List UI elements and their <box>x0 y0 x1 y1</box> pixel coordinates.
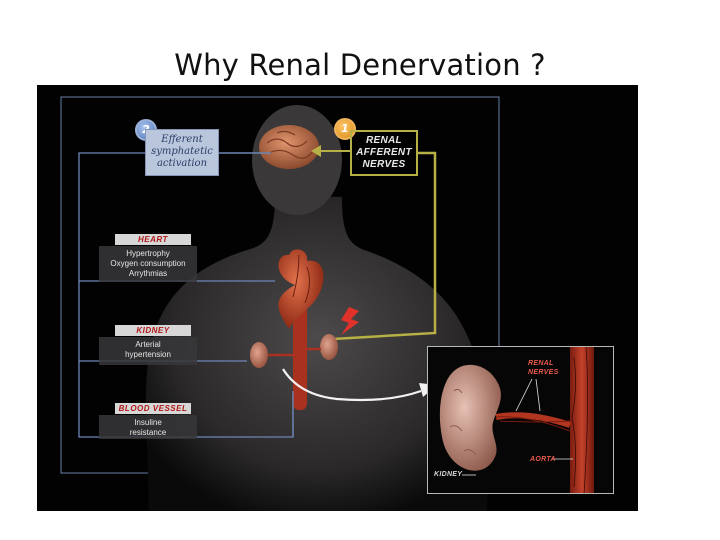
aorta-vessel <box>293 300 307 410</box>
kidney-zoom-inset: RENAL NERVES AORTA KIDNEY <box>427 346 614 494</box>
heart-effect-item: Oxygen consumption <box>110 259 186 268</box>
kidney-category-label: KIDNEY <box>115 325 191 336</box>
blood-vessel-effects-list: Insuline resistance <box>99 415 197 439</box>
right-kidney-illustration <box>320 334 338 360</box>
heart-category-label: HEART <box>115 234 191 245</box>
slide-title: Why Renal Denervation ? <box>174 48 546 82</box>
renal-nerves-line: NERVES <box>528 369 559 376</box>
efferent-line: activation <box>156 158 208 169</box>
efferent-line: symphatetic <box>151 146 213 157</box>
afferent-line: RENAL <box>366 135 402 146</box>
heart-effects-list: Hypertrophy Oxygen consumption Arrythmia… <box>99 246 197 282</box>
kidney-effects-list: Arterial hypertension <box>99 337 197 365</box>
renal-nerves-label: RENAL NERVES <box>528 359 559 377</box>
kidney-effect-item: hypertension <box>125 350 171 359</box>
kidney-label: KIDNEY <box>434 471 463 478</box>
heart-illustration <box>278 249 324 329</box>
zoom-arrow <box>282 368 422 402</box>
afferent-line: AFFERENT <box>356 147 412 158</box>
torso-silhouette <box>145 195 488 511</box>
blood-vessel-category-label: BLOOD VESSEL <box>115 403 191 414</box>
efferent-line: Efferent <box>161 134 203 145</box>
blood-vessel-effect-item: resistance <box>129 428 167 437</box>
anatomy-illustration <box>60 96 500 511</box>
heart-effect-item: Hypertrophy <box>126 249 170 258</box>
afferent-line: NERVES <box>362 159 406 170</box>
renal-nerves-line: RENAL <box>528 360 554 367</box>
inset-illustration <box>439 347 594 493</box>
brain-illustration <box>259 125 319 169</box>
aorta-label: AORTA <box>530 456 556 463</box>
efferent-activation-box: Efferent symphatetic activation <box>145 129 219 176</box>
kidney-effect-item: Arterial <box>135 340 161 349</box>
heart-effect-item: Arrythmias <box>128 269 168 278</box>
left-kidney-illustration <box>250 342 268 368</box>
blood-vessel-effect-item: Insuline <box>134 418 162 427</box>
big-kidney-illustration <box>439 364 501 471</box>
renal-denervation-figure: 2 1 Efferent symphatetic activation RENA… <box>37 85 638 511</box>
lightning-bolt-icon <box>341 307 359 335</box>
renal-afferent-nerves-box: RENAL AFFERENT NERVES <box>350 130 418 176</box>
